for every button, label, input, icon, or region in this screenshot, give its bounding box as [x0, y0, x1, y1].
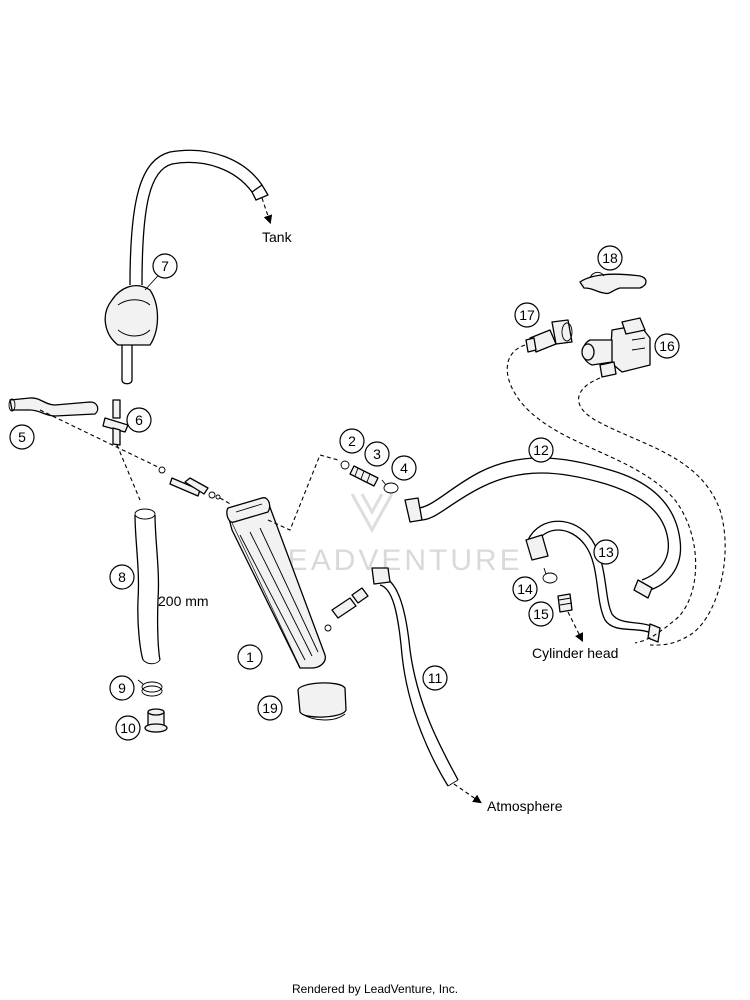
callout-2: 2	[339, 428, 365, 454]
svg-text:11: 11	[428, 670, 443, 686]
callout-5: 5	[9, 424, 35, 450]
label-tank: Tank	[262, 229, 293, 245]
tank-hose	[129, 149, 273, 286]
svg-text:9: 9	[118, 680, 126, 696]
part-11-hose	[324, 567, 482, 804]
part-19-pad	[297, 682, 347, 721]
connector-line-fittings	[158, 466, 233, 506]
callout-13: 13	[593, 539, 619, 565]
svg-text:5: 5	[18, 429, 26, 445]
parts-2-3-4-fittings	[340, 460, 399, 494]
part-1-canister	[226, 454, 339, 669]
svg-text:10: 10	[120, 720, 136, 736]
callout-3: 3	[364, 441, 390, 467]
label-hose-length: 200 mm	[158, 593, 209, 609]
callout-14: 14	[512, 576, 538, 602]
label-atmosphere: Atmosphere	[487, 798, 563, 814]
callout-19: 19	[257, 695, 283, 721]
label-cylinder-head: Cylinder head	[532, 645, 618, 661]
callout-12: 12	[528, 437, 554, 463]
part-8-hose	[134, 508, 161, 665]
callout-15: 15	[528, 601, 554, 627]
routing-lines	[506, 344, 726, 646]
part-12-hose	[404, 457, 682, 599]
svg-text:19: 19	[262, 700, 278, 716]
callout-18: 18	[597, 245, 623, 271]
part-6-tee	[102, 399, 141, 501]
svg-text:8: 8	[118, 569, 126, 585]
parts-14-15-fitting	[542, 567, 583, 642]
svg-text:7: 7	[161, 258, 169, 274]
watermark: LEADVENTURE	[268, 493, 523, 577]
part-7-valve	[104, 285, 159, 385]
callout-16: 16	[654, 333, 680, 359]
callout-17: 17	[514, 302, 540, 328]
callout-11: 11	[422, 665, 448, 691]
svg-text:14: 14	[517, 581, 533, 597]
part-16-purge-valve	[581, 317, 651, 378]
footer-credit: Rendered by LeadVenture, Inc.	[292, 982, 458, 996]
svg-text:1: 1	[246, 649, 254, 665]
callout-4: 4	[391, 455, 417, 481]
svg-text:17: 17	[519, 307, 535, 323]
svg-text:18: 18	[602, 250, 618, 266]
svg-text:16: 16	[659, 338, 675, 354]
part-10-plug	[144, 708, 168, 733]
part-18-bracket	[579, 271, 647, 295]
callout-8: 8	[109, 564, 135, 590]
svg-text:6: 6	[135, 412, 143, 428]
part-13-hose	[525, 520, 661, 643]
watermark-text: LEADVENTURE	[268, 544, 523, 577]
svg-text:15: 15	[533, 606, 549, 622]
svg-text:3: 3	[373, 446, 381, 462]
callout-9: 9	[109, 675, 135, 701]
callout-1: 1	[237, 644, 263, 670]
part-9-clamp	[137, 679, 163, 697]
part-5-hose	[8, 397, 161, 469]
callout-6: 6	[126, 407, 152, 433]
part-17-connector	[525, 319, 573, 353]
svg-text:12: 12	[533, 442, 549, 458]
svg-text:4: 4	[400, 460, 408, 476]
callout-7: 7	[152, 253, 178, 279]
callout-10: 10	[115, 715, 141, 741]
svg-text:2: 2	[348, 433, 356, 449]
svg-text:13: 13	[598, 544, 614, 560]
